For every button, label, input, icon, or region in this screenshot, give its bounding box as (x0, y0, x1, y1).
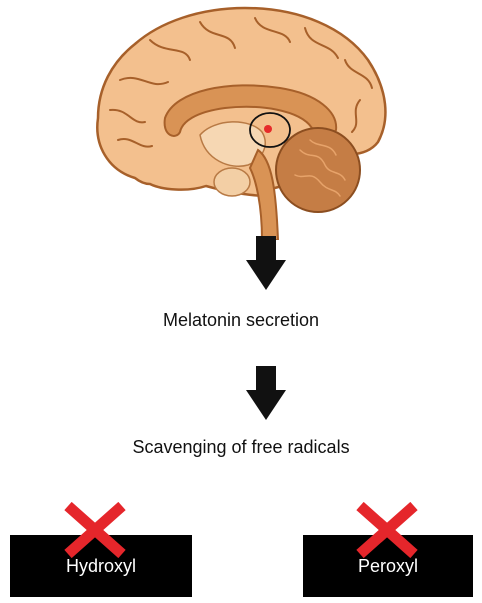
radical-label: Hydroxyl (66, 556, 136, 577)
arrow-down-icon (246, 366, 286, 422)
x-mark-icon (352, 502, 422, 558)
arrow-down-icon (246, 236, 286, 292)
cerebellum (276, 128, 360, 212)
pineal-gland-mark (264, 125, 272, 133)
x-mark-icon (60, 502, 130, 558)
step-melatonin-secretion: Melatonin secretion (0, 310, 482, 331)
pituitary-region (214, 168, 250, 196)
step-scavenging-free-radicals: Scavenging of free radicals (0, 437, 482, 458)
brain-sagittal-icon (0, 0, 482, 240)
radical-label: Peroxyl (358, 556, 418, 577)
